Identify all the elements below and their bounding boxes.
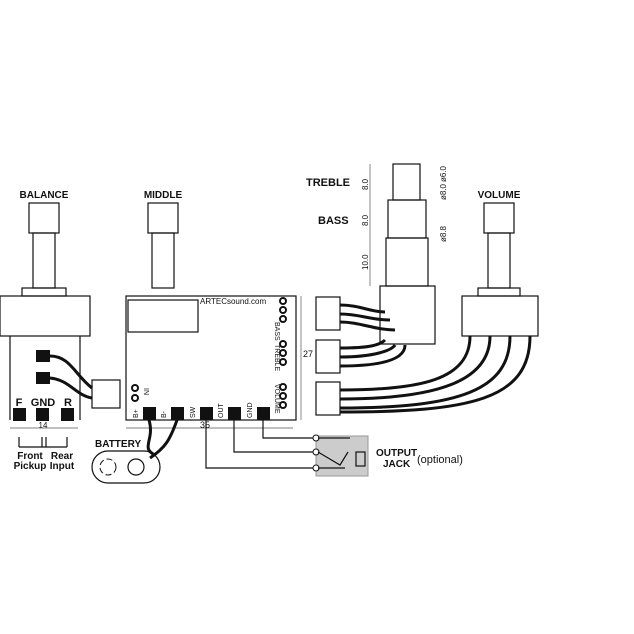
rear-label: Rear [51, 451, 73, 462]
pad-label-sw: SW [190, 406, 197, 418]
battery-label: BATTERY [95, 439, 141, 450]
battery: BATTERY [91, 439, 161, 484]
pad-label-gnd-out: GND [247, 402, 254, 418]
bass-connector [315, 296, 341, 331]
middle-label: MIDDLE [144, 190, 183, 201]
preamp-board: ARTECsound.com BASS TREBLE VOLUME IN B+ … [125, 295, 313, 430]
connector-box [91, 379, 121, 409]
pad-label-bass: BASS [273, 322, 280, 341]
pad-label-gnd: GND [31, 397, 56, 409]
bass-label: BASS [318, 215, 349, 227]
bass-length-dim: 8.0 [361, 214, 370, 226]
pad-label-out: OUT [218, 403, 225, 419]
pad-label-treble: TREBLE [273, 344, 280, 372]
diameter-1: ø6.0 [439, 165, 448, 182]
diameter-2: ø8.0 [439, 183, 448, 200]
pad-label-r: R [64, 397, 72, 409]
pickup-board: F GND R 14 Front Pickup Rear Input [9, 336, 121, 472]
pad-label-f: F [16, 397, 23, 409]
optional-label: (optional) [417, 454, 463, 466]
pad-label-in: IN [142, 388, 149, 395]
pad-label-bminus: B- [161, 410, 168, 418]
pad-label-bplus: B+ [133, 409, 140, 418]
middle-pot: MIDDLE [144, 190, 183, 289]
brand-text: ARTECsound.com [200, 297, 266, 306]
output-jack: OUTPUT JACK (optional) [312, 434, 463, 477]
output-label: OUTPUT [376, 448, 417, 459]
treble-label: TREBLE [306, 177, 350, 189]
volume-pot: VOLUME [461, 190, 539, 337]
volume-label: VOLUME [478, 190, 521, 201]
treble-length-dim: 8.0 [361, 178, 370, 190]
jack-label: JACK [383, 459, 411, 470]
pickup-label: Pickup [14, 461, 47, 472]
volume-connector [315, 381, 341, 416]
balance-pot: BALANCE [0, 190, 91, 337]
board-height-dim: 27 [303, 349, 313, 359]
treble-connector [315, 339, 341, 374]
pickup-width-dim: 14 [39, 421, 48, 430]
base-length-dim: 10.0 [361, 254, 370, 270]
treble-bass-pot: TREBLE BASS 8.0 8.0 10.0 ø6.0 ø8.0 ø8.8 [306, 163, 448, 345]
balance-label: BALANCE [20, 190, 69, 201]
input-label: Input [50, 461, 75, 472]
diameter-3: ø8.8 [439, 225, 448, 242]
front-label: Front [17, 451, 43, 462]
pad-label-volume: VOLUME [273, 384, 280, 414]
board-width-dim: 35 [200, 420, 210, 430]
